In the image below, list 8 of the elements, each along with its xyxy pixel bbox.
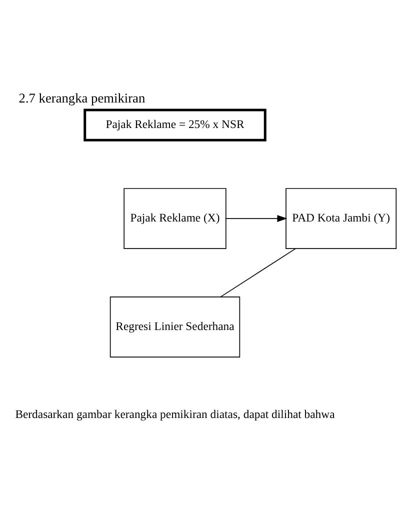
node-box: PAD Kota Jambi (Y) (286, 188, 397, 248)
label: Berdasarkan gambar kerangka pemikiran diatas, dapat dilihat bahwa (15, 408, 335, 421)
node-box: Pajak Reklame (X) (124, 188, 226, 248)
connector (220, 248, 296, 297)
node-box: Regresi Linier Sederhana (110, 296, 240, 357)
arrow (226, 214, 288, 222)
node-box: Pajak Reklame = 25% x NSR (84, 108, 266, 141)
diagram-title: 2.7 kerangka pemikiran (18, 90, 146, 105)
